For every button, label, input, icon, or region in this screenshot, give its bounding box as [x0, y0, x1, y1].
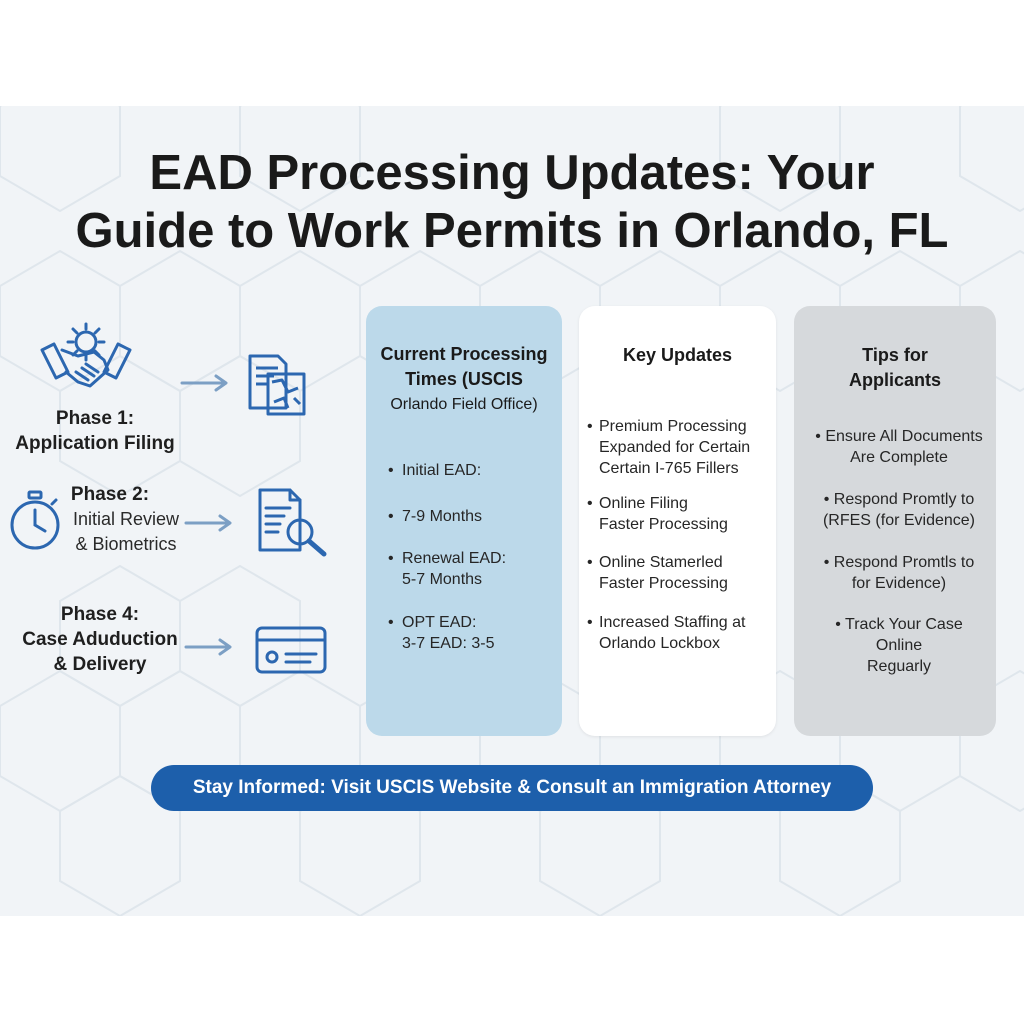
list-item: • Respond Promtls to for Evidence) — [808, 552, 990, 594]
list-item: • Ensure All Documents Are Complete — [808, 426, 990, 468]
tips-heading-line-1: Tips for — [862, 345, 928, 365]
phase-4-subtitle-line-2: & Delivery — [53, 654, 147, 675]
phase-4-subtitle-line-1: Case Aduduction — [22, 629, 178, 650]
arrow-right-icon — [180, 374, 228, 392]
processing-heading-line-1: Current Processing — [380, 344, 548, 364]
phase-1-subtitle: Application Filing — [15, 433, 175, 454]
tips-item-4-line-3: Reguarly — [866, 658, 932, 675]
handshake-gear-icon — [40, 322, 132, 388]
processing-item-2: 7-9 Months — [402, 508, 483, 525]
list-item: • OPT EAD: 3-7 EAD: 3-5 — [388, 614, 495, 652]
phase-2-subtitle-line-1: Initial Review — [72, 509, 180, 529]
page-title: EAD Processing Updates: Your Guide to Wo… — [0, 144, 1024, 260]
list-item: • Initial EAD: — [388, 462, 482, 479]
tips-item-4-line-1: • Track Your Case — [835, 616, 963, 633]
stay-informed-banner[interactable]: Stay Informed: Visit USCIS Website & Con… — [151, 765, 873, 811]
updates-item-4-line-2: Orlando Lockbox — [599, 635, 720, 652]
phase-2-subtitle-line-2: & Biometrics — [75, 534, 177, 554]
updates-item-4-line-1: Increased Staffing at — [599, 614, 746, 631]
phase-2-title-label: Phase 2: — [50, 482, 170, 507]
list-item: • Respond Promtly to (RFES (for Evidence… — [808, 489, 990, 531]
processing-times-heading: Current Processing Times (USCIS Orlando … — [374, 342, 554, 417]
id-card-icon — [255, 626, 327, 674]
processing-item-3-line-2: 5-7 Months — [402, 571, 483, 588]
tips-item-2-line-1: • Respond Promtly to — [823, 491, 975, 508]
updates-item-2-line-2: Faster Processing — [599, 516, 728, 533]
tips-panel: Tips for Applicants • Ensure All Documen… — [794, 306, 996, 736]
tips-item-2-line-2: (RFES (for Evidence) — [822, 512, 976, 529]
list-item: • Online Stamerled Faster Processing — [587, 554, 728, 592]
tips-item-2-text: Respond Promtly to — [833, 491, 975, 508]
updates-item-2-line-1: Online Filing — [599, 495, 688, 512]
arrow-right-icon — [184, 638, 232, 656]
tips-item-1-line-1: • Ensure All Documents — [815, 428, 983, 445]
tips-heading-line-2: Applicants — [848, 370, 941, 390]
processing-heading-line-2: Times (USCIS — [405, 369, 523, 389]
updates-item-1-line-3: Certain I-765 Fillers — [599, 460, 739, 477]
title-line-1: EAD Processing Updates: Your — [149, 146, 875, 200]
list-item: • Track Your Case Online Reguarly — [808, 614, 990, 677]
tips-item-3-line-2: for Evidence) — [851, 575, 947, 592]
processing-item-3-line-1: Renewal EAD: — [402, 550, 507, 567]
updates-item-3-line-2: Faster Processing — [599, 575, 728, 592]
updates-item-3-line-1: Online Stamerled — [599, 554, 723, 571]
updates-item-1-line-2: Expanded for Certain — [599, 439, 751, 456]
phase-2-subtitle: Initial Review & Biometrics — [56, 507, 196, 557]
key-updates-heading: Key Updates — [622, 345, 733, 365]
tips-item-4-text: Track Your Case — [845, 616, 963, 633]
title-line-2: Guide to Work Permits in Orlando, FL — [75, 204, 949, 258]
tips-heading: Tips for Applicants — [802, 343, 988, 393]
processing-item-4-line-2: 3-7 EAD: 3-5 — [402, 635, 495, 652]
list-item: • Increased Staffing at Orlando Lockbox — [587, 614, 746, 652]
document-map-icon — [248, 354, 306, 416]
key-updates-panel: Key Updates • Premium Processing Expande… — [579, 306, 776, 736]
tips-item-4-line-2: Online — [875, 637, 923, 654]
phase-4-title: Phase 4: — [60, 604, 140, 625]
list-item: • 7-9 Months — [388, 508, 483, 525]
list-item: • Premium Processing Expanded for Certai… — [587, 418, 751, 477]
processing-heading-line-3: Orlando Field Office) — [390, 396, 538, 413]
phase-1-title: Phase 1: — [55, 408, 135, 429]
tips-item-1-text: Ensure All Documents — [825, 428, 983, 445]
infographic-canvas: EAD Processing Updates: Your Guide to Wo… — [0, 106, 1024, 916]
phase-2-title: Phase 2: — [70, 484, 150, 505]
stopwatch-icon — [10, 490, 60, 550]
tips-item-3-text: Respond Promtls to — [833, 554, 975, 571]
updates-item-1-line-1: Premium Processing — [599, 418, 747, 435]
document-search-icon — [258, 488, 327, 557]
phase-4-label: Phase 4: Case Aduduction & Delivery — [8, 602, 192, 677]
phase-1-label: Phase 1: Application Filing — [10, 406, 180, 456]
processing-item-4-line-1: OPT EAD: — [402, 614, 477, 631]
list-item: • Renewal EAD: 5-7 Months — [388, 550, 507, 588]
processing-times-panel: Current Processing Times (USCIS Orlando … — [366, 306, 562, 736]
arrow-right-icon — [184, 514, 232, 532]
processing-item-1: Initial EAD: — [402, 462, 482, 479]
tips-item-1-line-2: Are Complete — [850, 449, 948, 466]
list-item: • Online Filing Faster Processing — [587, 495, 728, 533]
tips-item-3-line-1: • Respond Promtls to — [823, 554, 975, 571]
